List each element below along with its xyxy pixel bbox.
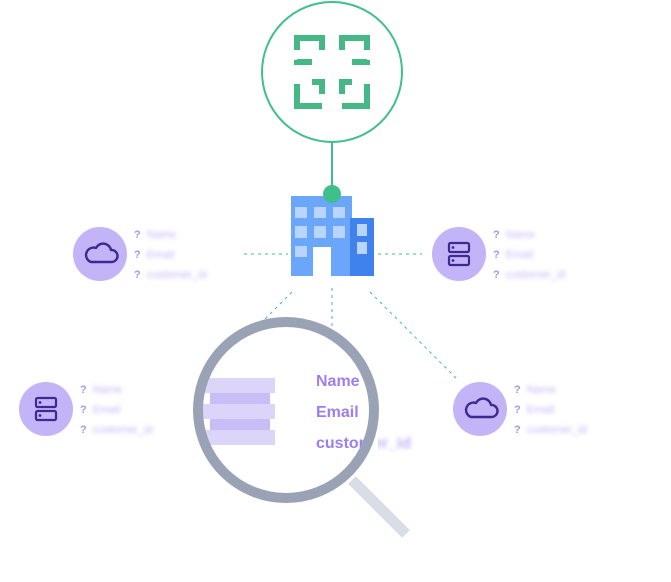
- field-email: Email: [526, 404, 555, 416]
- field-row: ?Name: [134, 225, 207, 245]
- qr-frame-icon: [294, 35, 370, 109]
- cloud-icon: [84, 242, 119, 264]
- field-name: Name: [526, 384, 557, 396]
- node-right-bottom: [453, 382, 507, 436]
- field-customer-id: customer_id: [92, 424, 153, 436]
- database-stack: [203, 378, 275, 445]
- field-row: ?customer_id: [514, 420, 587, 440]
- field-list-left-bottom: ?Name ?Email ?customer_id: [80, 380, 153, 440]
- server-icon: [34, 396, 58, 422]
- field-row: ?Email: [493, 245, 566, 265]
- field-row: ?customer_id: [134, 265, 207, 285]
- field-email: Email: [92, 404, 121, 416]
- node-left-bottom: [19, 382, 73, 436]
- field-list-right-bottom: ?Name ?Email ?customer_id: [514, 380, 587, 440]
- field-row: ?Email: [134, 245, 207, 265]
- server-icon: [447, 241, 471, 267]
- field-row: ?Name: [514, 380, 587, 400]
- field-name: Name: [92, 384, 123, 396]
- field-row: ?Name: [80, 380, 153, 400]
- field-row: ?customer_id: [493, 265, 566, 285]
- field-row: ?Email: [514, 400, 587, 420]
- building-icon: [291, 185, 374, 276]
- field-customer-id: customer_id: [505, 269, 566, 281]
- field-name: Name: [146, 229, 177, 241]
- field-list-right-top: ?Name ?Email ?customer_id: [493, 225, 566, 285]
- field-email: Email: [505, 249, 534, 261]
- field-row: ?Email: [80, 400, 153, 420]
- field-row: ?Name: [493, 225, 566, 245]
- field-customer-id: customer_id: [526, 424, 587, 436]
- connector-bottom-right: [369, 291, 457, 379]
- field-customer-id: customer_id: [146, 269, 207, 281]
- node-left-top: [73, 227, 127, 281]
- field-row: ?customer_id: [80, 420, 153, 440]
- cloud-icon: [464, 397, 499, 419]
- field-list-left-top: ?Name ?Email ?customer_id: [134, 225, 207, 285]
- lens-field-list-blurred: Name Email customer_id: [378, 366, 411, 459]
- connector-bottom-left: [261, 291, 293, 323]
- magnifier-icon: [198, 322, 410, 538]
- field-name: Name: [505, 229, 536, 241]
- field-email: Email: [146, 249, 175, 261]
- qr-node: [261, 1, 403, 143]
- node-right-top: [432, 227, 486, 281]
